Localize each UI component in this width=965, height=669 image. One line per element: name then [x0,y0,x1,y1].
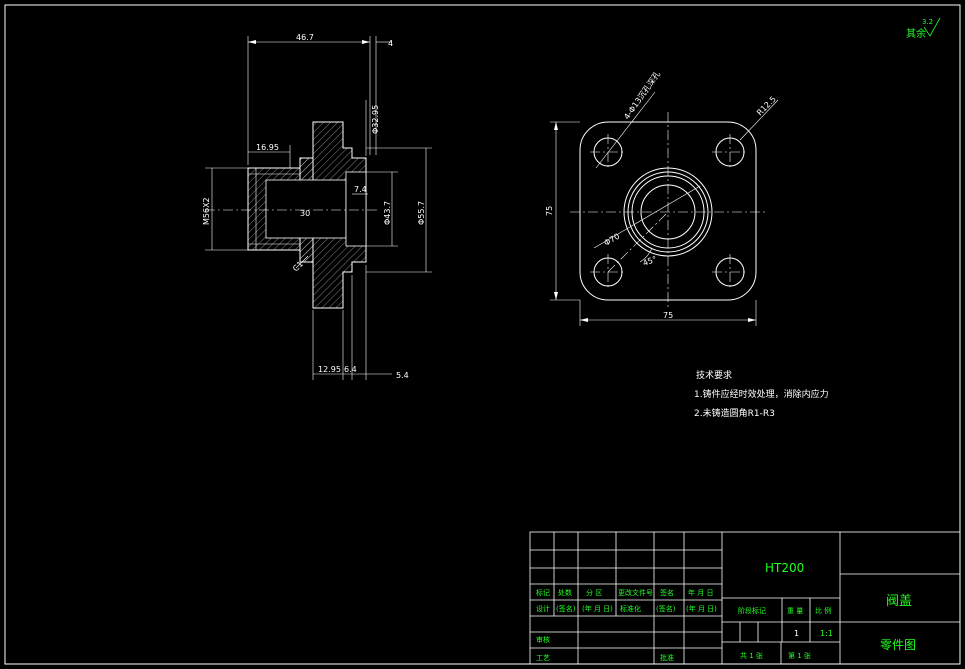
dim-bottom-a: 12.95 [318,365,341,374]
tech-notes-line-1: 1.铸件应经时效处理，消除内应力 [694,388,829,400]
dim-m-thread: M56X2 [202,197,211,225]
tb-label-review: 审核 [536,635,550,644]
tech-notes-line-2: 2.未铸造圆角R1-R3 [694,407,775,419]
title-block: 标记 处数 分 区 更改文件号 签名 年 月 日 设计 (签名) (年 月 日)… [529,531,961,665]
dim-d-top: Φ32.95 [371,105,380,134]
dim-d-43-7: Φ43.7 [383,201,392,225]
dim-top-right: 4 [388,39,393,48]
tb-qty: 1 [794,629,799,638]
dim-holes: 4-Φ13沉孔深孔 [622,70,662,121]
tb-scale: 1:1 [820,629,833,638]
dim-width: 75 [663,311,673,320]
tb-label-design-date: (年 月 日) [582,604,613,613]
dim-30: 30 [300,209,310,218]
dim-bottom-c: 5.4 [396,371,409,380]
tb-label-zone: 分 区 [586,588,602,597]
tb-label-sign: 签名 [660,588,674,597]
corner-mark-roughness: 3.2 [922,18,933,26]
side-section-view: 46.7 4 Φ32.95 16.95 M56X2 7.4 Φ43.7 Φ55.… [202,33,432,380]
dim-d-small: 16.95 [256,143,279,152]
dim-d-55-7: Φ55.7 [417,201,426,225]
tb-label-approve: 批准 [660,653,674,662]
bore-circles [623,167,713,257]
tb-label-standard-sign: (签名) [656,604,676,613]
tb-label-count: 处数 [558,588,572,597]
tb-part-name: 阀盖 [886,594,912,609]
dim-top-length: 46.7 [296,33,314,42]
tb-label-design-sign: (签名) [556,604,576,613]
drawing-border [4,4,961,665]
tb-stage-label: 阶段标记 [738,606,766,615]
dim-angle: 45° [642,255,658,268]
tb-label-design: 设计 [536,604,550,613]
corner-roughness-mark: 其余 3.2 [906,17,941,40]
front-view: 4-Φ13沉孔深孔 R12.5 75 75 Φ70 45° [545,70,779,326]
tb-sheets-total: 共 1 张 [740,651,763,660]
dim-7-4: 7.4 [354,185,367,194]
dim-bottom-b: 6.4 [344,365,357,374]
tb-label-mark: 标记 [536,588,550,597]
tech-notes-title: 技术要求 [696,369,732,381]
tb-label-change-doc: 更改文件号 [618,588,653,597]
tb-drawing-type: 零件图 [880,638,916,652]
tb-label-date: 年 月 日 [688,588,713,597]
tb-sheet-no: 第 1 张 [788,651,811,660]
dim-height: 75 [545,206,554,216]
tb-label-standard: 标准化 [620,604,641,613]
tb-weight-label: 重 量 [787,607,803,615]
dim-r: R12.5 [755,95,778,118]
tb-label-standard-date: (年 月 日) [686,604,717,613]
dim-d70: Φ70 [603,232,622,248]
tb-material: HT200 [765,561,804,575]
tb-label-process: 工艺 [536,654,550,662]
technical-requirements: 技术要求 1.铸件应经时效处理，消除内应力 2.未铸造圆角R1-R3 [694,369,829,419]
tb-scale-label: 比 例 [815,606,831,615]
corner-mark-text: 其余 [906,27,926,40]
